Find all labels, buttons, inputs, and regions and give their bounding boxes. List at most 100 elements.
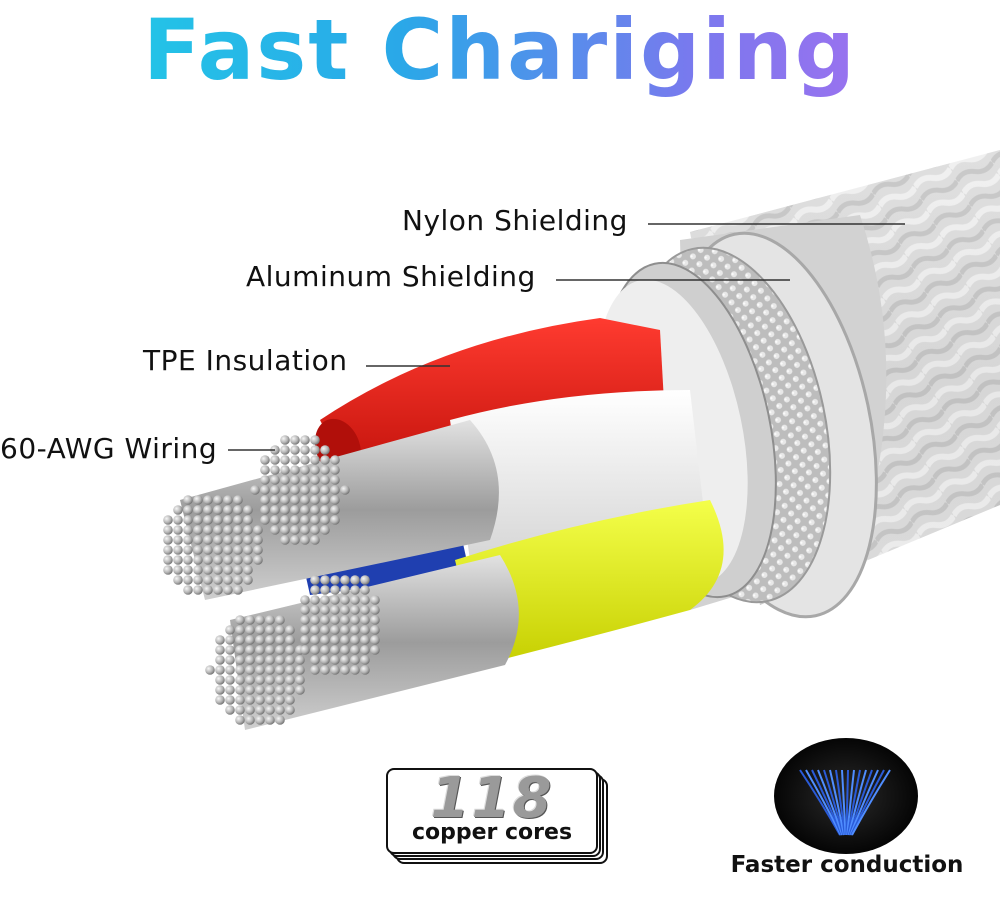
copper-strand-tip — [203, 515, 213, 525]
copper-strand-tip — [320, 605, 330, 615]
copper-strand-tip — [163, 535, 173, 545]
conduction-fan-line — [823, 769, 845, 836]
copper-strand-tip — [320, 625, 330, 635]
conduction-emblem-icon — [774, 738, 918, 854]
copper-strand-tip — [233, 585, 243, 595]
copper-cores-count: 118 — [430, 766, 554, 831]
copper-strand-tip — [265, 675, 275, 685]
copper-strand-tip — [183, 565, 193, 575]
copper-strand-tip — [290, 435, 300, 445]
copper-strand-tip — [280, 445, 290, 455]
copper-strand-tip — [320, 475, 330, 485]
copper-strand-tip — [270, 525, 280, 535]
conduction-fan-line — [851, 769, 891, 836]
copper-strand-tip — [225, 645, 235, 655]
copper-strand-tip — [243, 505, 253, 515]
copper-strand-tip — [275, 695, 285, 705]
copper-strand-tip — [330, 635, 340, 645]
copper-strand-tip — [330, 575, 340, 585]
copper-strand-tip — [265, 615, 275, 625]
copper-strand-tip — [310, 575, 320, 585]
copper-strand-tip — [265, 625, 275, 635]
copper-strand-tip — [193, 525, 203, 535]
copper-strand-tip — [285, 705, 295, 715]
copper-strand-tip — [223, 575, 233, 585]
copper-strand-tip — [300, 525, 310, 535]
copper-strand-tip — [270, 485, 280, 495]
callout-awg-wiring: 60-AWG Wiring — [0, 432, 218, 465]
copper-strand-tip — [360, 625, 370, 635]
copper-strand-tip — [290, 455, 300, 465]
copper-strand-tip — [320, 645, 330, 655]
copper-strand-tip — [233, 535, 243, 545]
copper-strand-tip — [290, 475, 300, 485]
copper-strand-tip — [233, 575, 243, 585]
copper-strand-tip — [260, 515, 270, 525]
copper-strand-tip — [163, 555, 173, 565]
copper-strand-tip — [360, 665, 370, 675]
copper-strand-tip — [265, 635, 275, 645]
copper-strand-tip — [300, 475, 310, 485]
copper-strand-tip — [320, 635, 330, 645]
callout-nylon-shielding: Nylon Shielding — [402, 204, 628, 237]
copper-strand-tip — [223, 565, 233, 575]
copper-strand-tip — [340, 485, 350, 495]
copper-strand-tip — [163, 545, 173, 555]
copper-strand-tip — [243, 555, 253, 565]
copper-strand-tip — [255, 715, 265, 725]
copper-strand-tip — [213, 585, 223, 595]
copper-strand-tip — [193, 565, 203, 575]
copper-strand-tip — [340, 595, 350, 605]
copper-strand-tip — [300, 455, 310, 465]
copper-strand-tip — [260, 475, 270, 485]
copper-strand-tip — [300, 485, 310, 495]
copper-strand-tip — [223, 555, 233, 565]
copper-strand-tip — [255, 625, 265, 635]
copper-strand-tip — [183, 515, 193, 525]
copper-strand-tip — [173, 535, 183, 545]
copper-strand-tip — [260, 485, 270, 495]
copper-strand-tip — [203, 575, 213, 585]
copper-strand-tip — [245, 695, 255, 705]
copper-strand-tip — [320, 455, 330, 465]
copper-cores-caption: copper cores — [411, 820, 573, 845]
copper-strand-tip — [280, 485, 290, 495]
copper-strand-tip — [340, 665, 350, 675]
copper-strand-tip — [310, 435, 320, 445]
copper-strand-tip — [245, 665, 255, 675]
copper-strand-tip — [265, 705, 275, 715]
copper-strand-tip — [183, 495, 193, 505]
copper-strand-tip — [280, 505, 290, 515]
copper-strand-tip — [183, 585, 193, 595]
copper-strand-tip — [225, 675, 235, 685]
copper-strand-tip — [300, 505, 310, 515]
copper-cores-badge: 118 copper cores — [386, 766, 608, 864]
copper-strand-tip — [360, 615, 370, 625]
copper-strand-tip — [350, 625, 360, 635]
copper-strand-tip — [173, 555, 183, 565]
conduction-fan-line — [805, 769, 842, 836]
copper-strand-tip — [350, 595, 360, 605]
copper-strand-tip — [203, 565, 213, 575]
copper-strand-tip — [360, 605, 370, 615]
copper-strand-tip — [300, 595, 310, 605]
callout-tpe-insulation: TPE Insulation — [143, 344, 348, 377]
copper-strand-tip — [215, 645, 225, 655]
copper-strand-tip — [275, 645, 285, 655]
copper-strand-tip — [280, 495, 290, 505]
copper-strand-tip — [300, 515, 310, 525]
copper-strand-tip — [213, 565, 223, 575]
copper-strand-tip — [285, 655, 295, 665]
copper-strand-tip — [320, 515, 330, 525]
copper-strand-tip — [320, 615, 330, 625]
copper-strand-tip — [260, 455, 270, 465]
copper-strand-tip — [243, 515, 253, 525]
copper-strand-tip — [300, 615, 310, 625]
copper-strand-tip — [290, 485, 300, 495]
copper-strand-tip — [173, 525, 183, 535]
copper-strand-tip — [213, 545, 223, 555]
copper-strand-tip — [360, 645, 370, 655]
copper-strand-tip — [285, 695, 295, 705]
copper-strand-tip — [330, 475, 340, 485]
